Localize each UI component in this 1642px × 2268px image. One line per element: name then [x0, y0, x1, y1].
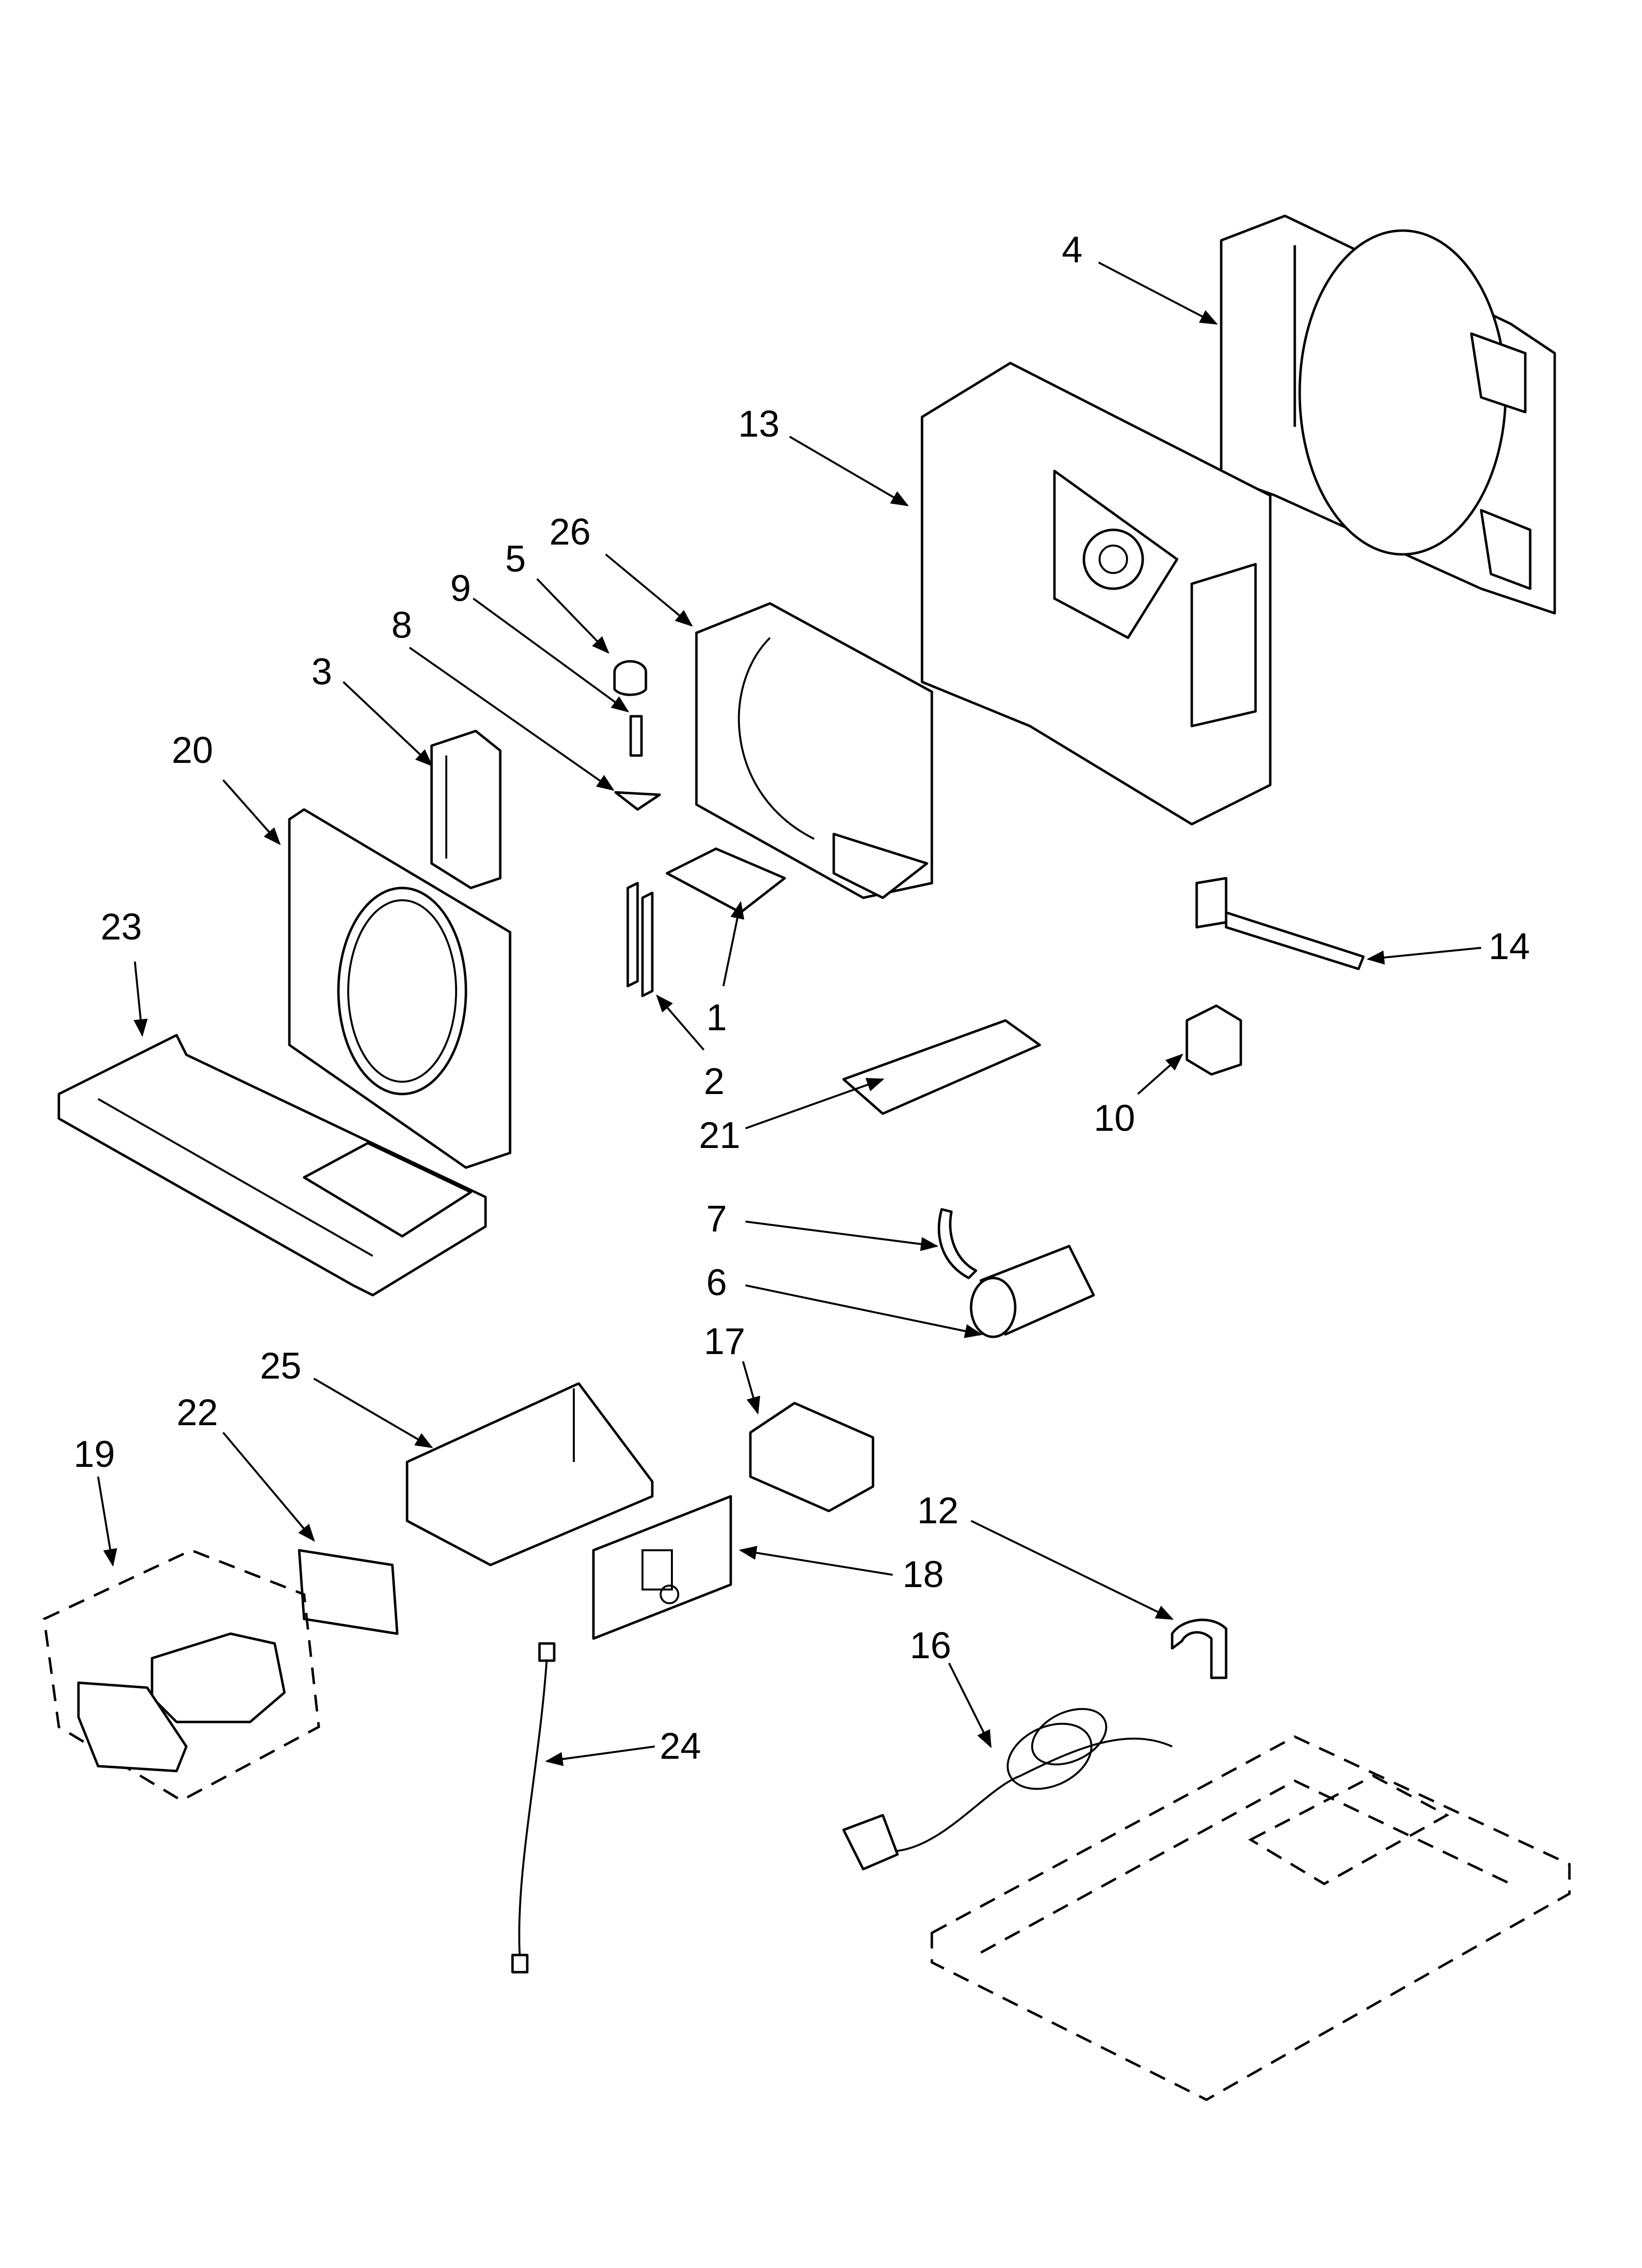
- part-7-strap: [938, 1208, 977, 1279]
- callout-9: 9: [450, 568, 471, 609]
- part-9-clip: [629, 715, 643, 757]
- callout-25: 25: [260, 1345, 302, 1387]
- callout-26: 26: [549, 511, 591, 553]
- callout-labels: 4 13 26 5 9 8 3 20 23 14 1 2 10 21 7 6 1…: [74, 229, 1530, 1767]
- callout-4: 4: [1062, 229, 1082, 271]
- part-19-assembly: [43, 1549, 320, 1802]
- callout-13: 13: [738, 403, 780, 445]
- callout-24: 24: [660, 1725, 701, 1767]
- part-20-front-panel: [288, 808, 512, 1169]
- callout-23: 23: [101, 906, 142, 948]
- callout-22: 22: [177, 1392, 218, 1434]
- leader-lines: [97, 261, 1482, 1766]
- base-chassis-dashed: [930, 1735, 1571, 2101]
- callout-8: 8: [391, 604, 412, 646]
- callout-17: 17: [704, 1321, 745, 1362]
- part-17-box: [749, 1402, 874, 1512]
- callout-12: 12: [917, 1490, 959, 1532]
- part-4-shroud: [1220, 214, 1556, 615]
- part-1-bracket: [666, 847, 786, 914]
- part-16-power-cord: [842, 1708, 1173, 1871]
- callout-6: 6: [706, 1262, 727, 1303]
- part-18-control-board: [592, 1495, 732, 1640]
- callout-18: 18: [902, 1554, 944, 1595]
- part-8-clip: [614, 791, 661, 811]
- part-21-cover: [842, 1019, 1041, 1115]
- callout-14: 14: [1488, 926, 1530, 967]
- part-12-clamp: [1171, 1618, 1228, 1679]
- callout-7: 7: [706, 1198, 727, 1240]
- callout-5: 5: [505, 538, 526, 580]
- part-5-cap: [613, 660, 647, 696]
- callout-1: 1: [706, 997, 727, 1039]
- part-13-bracket: [921, 362, 1272, 826]
- callout-20: 20: [172, 730, 213, 771]
- callout-21: 21: [699, 1115, 741, 1156]
- part-2-strips: [626, 882, 654, 997]
- callout-19: 19: [74, 1434, 115, 1475]
- part-6-capacitor: [970, 1245, 1095, 1338]
- part-25-control-box: [406, 1382, 654, 1566]
- part-26-blower-housing: [695, 602, 933, 899]
- part-23-base-pan: [57, 1034, 487, 1297]
- callout-2: 2: [704, 1061, 724, 1102]
- callout-16: 16: [910, 1625, 951, 1667]
- part-10-relay: [1185, 1004, 1242, 1076]
- callout-10: 10: [1094, 1097, 1135, 1139]
- callout-3: 3: [311, 651, 332, 693]
- part-14-arm: [1195, 877, 1365, 970]
- part-24-wire: [511, 1642, 556, 1974]
- part-3-bracket: [430, 730, 502, 889]
- part-22-plate: [298, 1549, 399, 1635]
